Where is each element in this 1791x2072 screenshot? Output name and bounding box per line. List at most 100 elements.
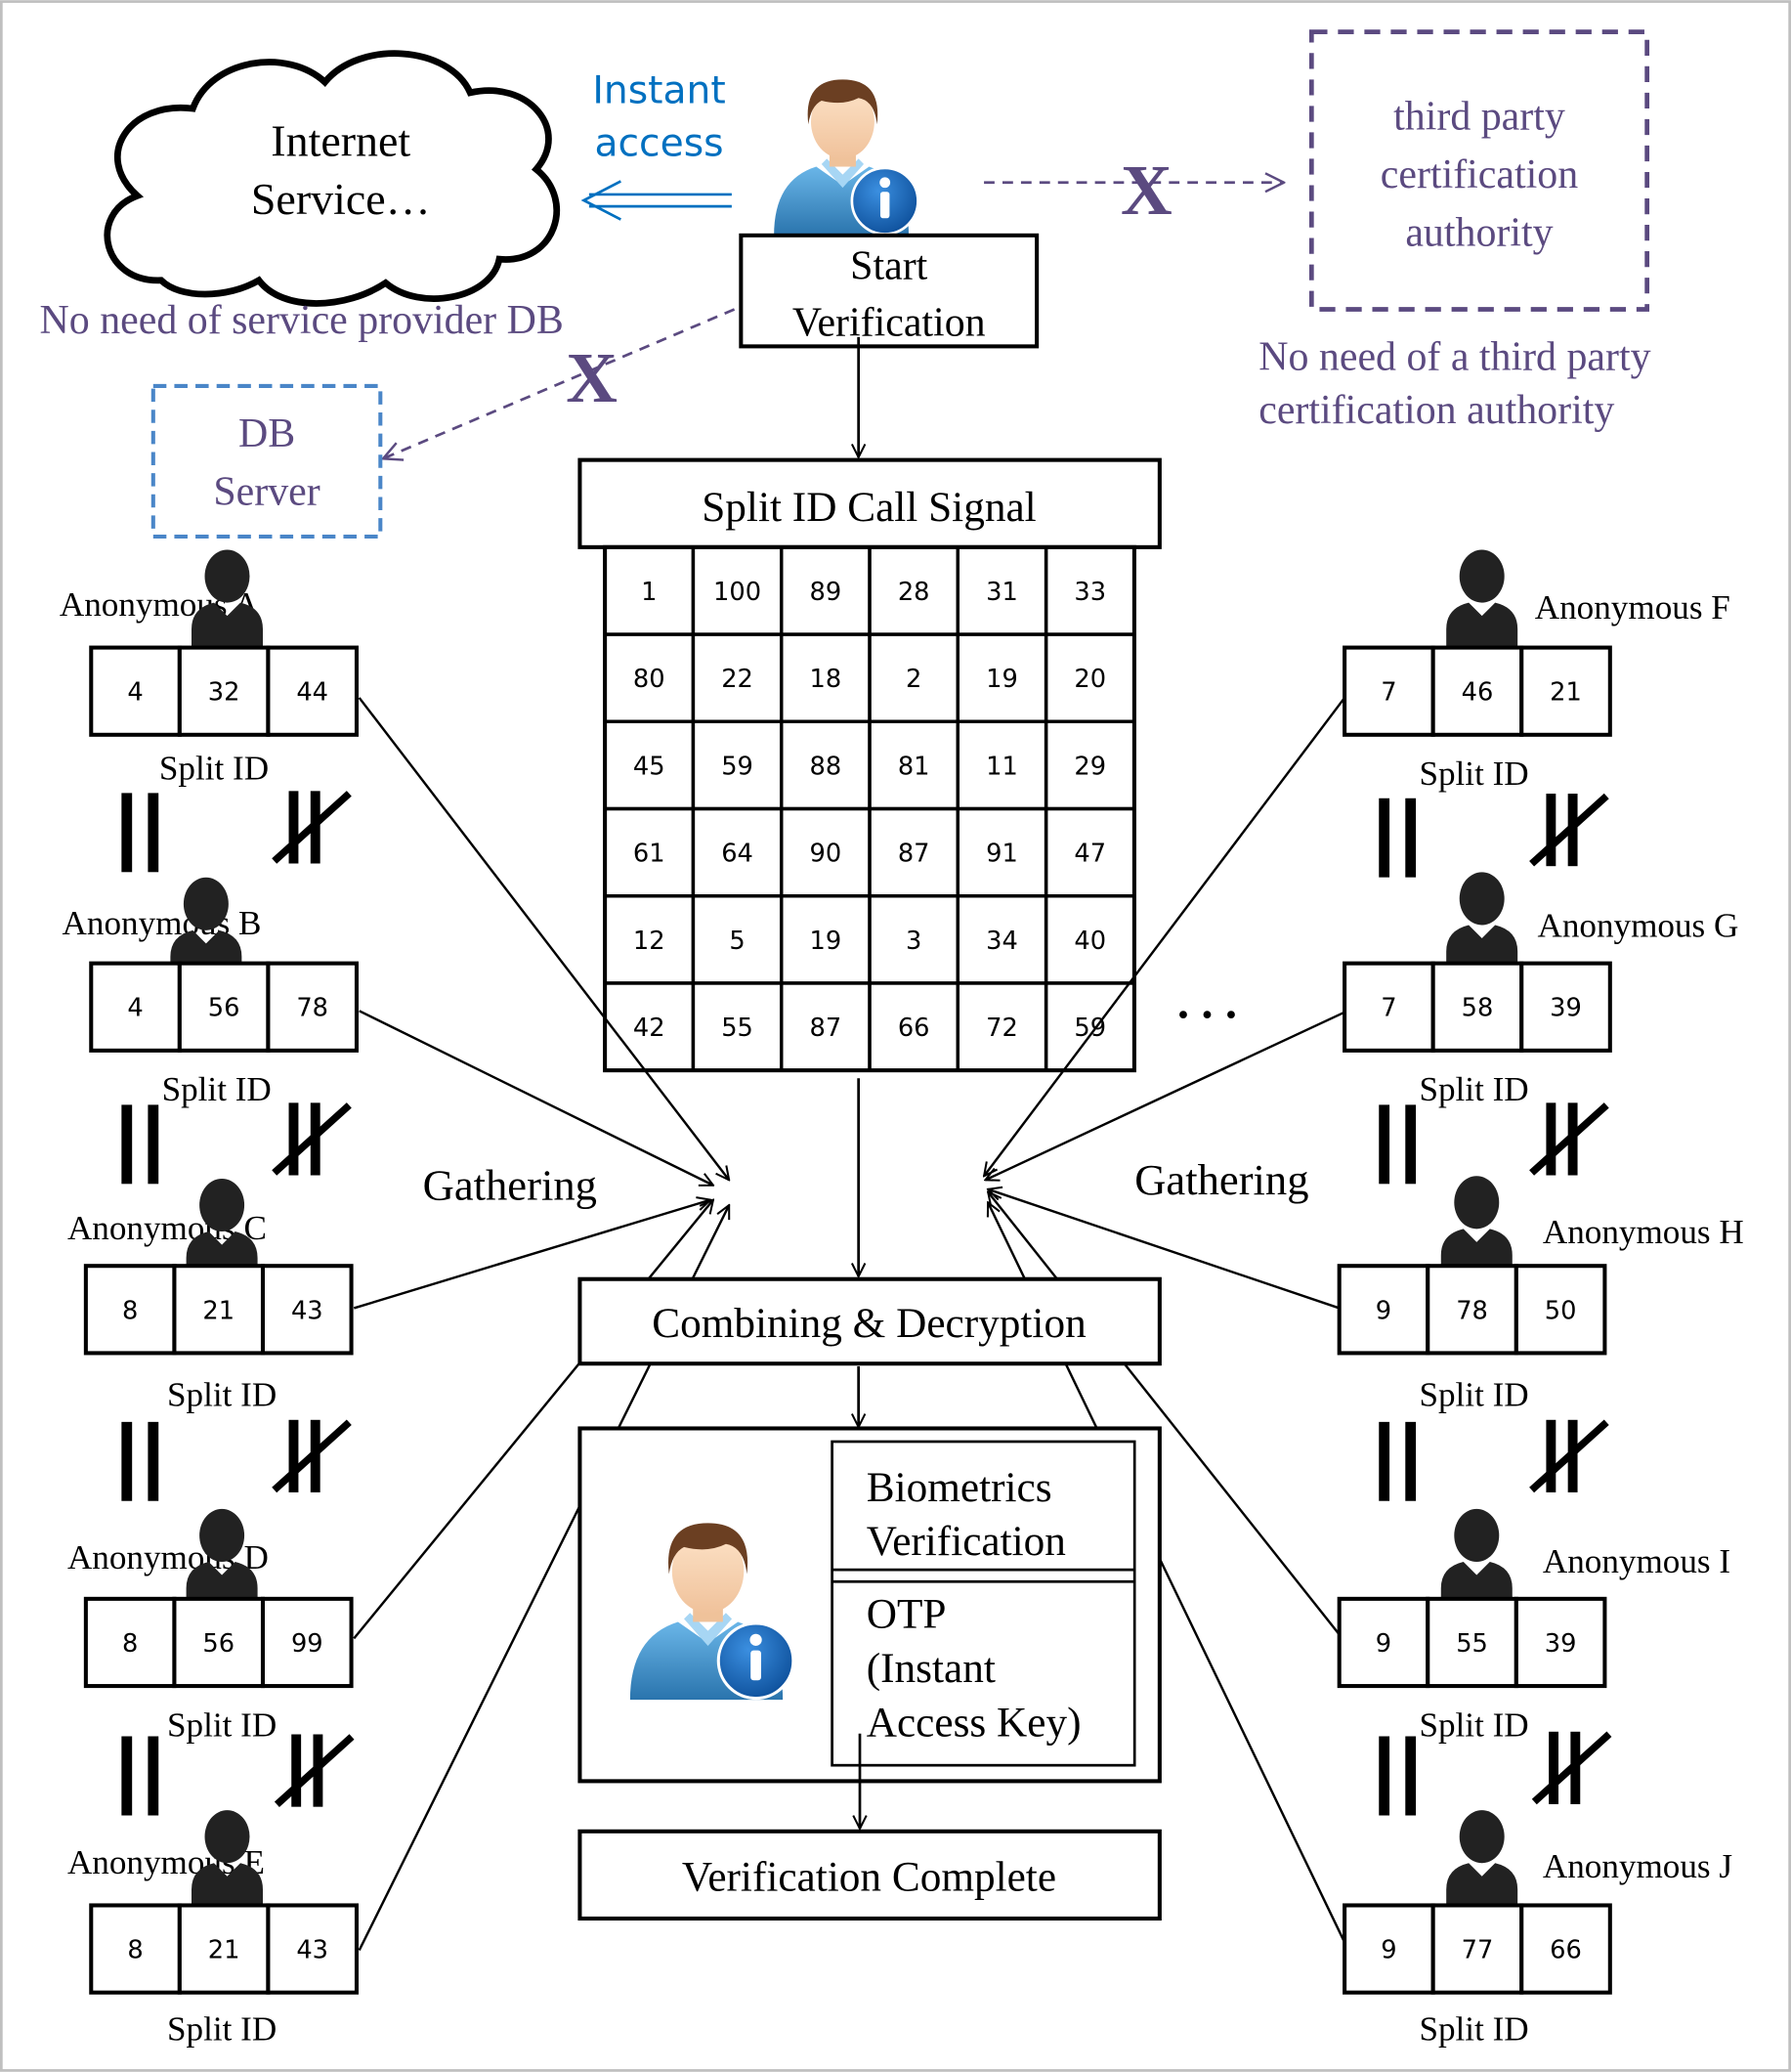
split-id-value: 56 <box>208 994 240 1023</box>
equal-symbol <box>1379 1736 1417 1816</box>
db-cross-mark: X <box>566 338 618 417</box>
split-id-value: 44 <box>296 678 328 708</box>
third-party-cross-mark: X <box>1121 151 1173 230</box>
equal-symbol <box>121 1736 159 1816</box>
not-equal-symbol <box>275 791 350 863</box>
split-id-value: 7 <box>1381 994 1396 1023</box>
biometrics-line1: Biometrics <box>867 1464 1052 1511</box>
grid-cell-value: 59 <box>1074 1014 1106 1043</box>
split-id-value: 39 <box>1550 994 1582 1023</box>
equal-symbol <box>1379 1421 1417 1501</box>
ellipsis-more-users: • • • <box>1175 1001 1239 1031</box>
split-id-cell <box>266 645 360 737</box>
grid-cell-value: 100 <box>713 578 761 607</box>
split-id-cell <box>1430 645 1524 737</box>
grid-cell-value: 19 <box>810 927 842 956</box>
split-id-value: 21 <box>202 1296 235 1325</box>
grid-cell-value: 87 <box>810 1014 842 1043</box>
split-id-label: Split ID <box>1419 1375 1528 1413</box>
grid-cell-value: 5 <box>729 927 745 956</box>
grid-cell-value: 18 <box>810 665 842 694</box>
split-id-cell <box>1343 961 1435 1053</box>
combining-decryption-label: Combining & Decryption <box>652 1300 1086 1347</box>
split-id-cell <box>1514 1596 1607 1689</box>
split-id-value: 56 <box>202 1629 235 1659</box>
split-id-value: 39 <box>1545 1629 1577 1659</box>
grid-cell-value: 34 <box>986 927 1018 956</box>
grid-cell-value: 80 <box>633 665 665 694</box>
split-id-label: Split ID <box>1419 1705 1528 1744</box>
no-service-provider-db-text: No need of service provider DB <box>40 298 564 343</box>
anonymous-name: Anonymous H <box>1543 1213 1744 1251</box>
grid-cell-value: 66 <box>898 1014 930 1043</box>
split-id-cell <box>1343 1903 1435 1995</box>
user-silhouette-icon <box>1446 549 1518 653</box>
split-id-cell <box>177 645 271 737</box>
not-equal-symbol <box>277 1735 352 1807</box>
split-id-cell <box>1426 1264 1518 1356</box>
split-id-label: Split ID <box>167 1375 277 1413</box>
split-id-label: Split ID <box>159 750 269 788</box>
split-id-value: 8 <box>122 1629 138 1659</box>
split-id-value: 78 <box>1456 1296 1488 1325</box>
grid-cell-value: 31 <box>986 578 1018 607</box>
split-id-cell <box>1337 1264 1430 1356</box>
db-server-line1: DB <box>238 411 295 456</box>
split-id-label: Split ID <box>167 1705 277 1744</box>
user-info-icon <box>772 77 919 237</box>
grid-cell-value: 22 <box>721 665 753 694</box>
split-id-label: Split ID <box>162 1070 272 1108</box>
equal-symbol <box>1379 798 1417 878</box>
not-equal-symbol <box>1532 1102 1607 1175</box>
grid-cell-value: 33 <box>1074 578 1106 607</box>
start-verification-box <box>739 233 1040 349</box>
grid-cell-value: 72 <box>986 1014 1018 1043</box>
split-id-cell <box>1519 645 1612 737</box>
split-id-cell <box>172 1264 266 1356</box>
grid-cell-value: 90 <box>810 840 842 869</box>
verification-complete-label: Verification Complete <box>682 1854 1056 1901</box>
split-id-cell <box>260 1596 354 1689</box>
gathering-arrow <box>985 1011 1345 1181</box>
anonymous-name: Anonymous I <box>1543 1542 1730 1580</box>
instant-access-arrow <box>580 180 732 221</box>
grid-cell-value: 59 <box>721 752 753 781</box>
split-id-value: 50 <box>1545 1296 1577 1325</box>
split-id-value: 32 <box>208 678 240 708</box>
grid-cell-value: 12 <box>633 927 665 956</box>
no-third-party-line2: certification authority <box>1258 388 1614 433</box>
gathering-arrow <box>353 1200 710 1310</box>
split-id-value: 78 <box>296 994 328 1023</box>
split-id-value: 8 <box>127 1936 143 1965</box>
split-id-value: 21 <box>1550 678 1582 708</box>
gathering-arrow <box>988 1192 1341 1636</box>
split-id-cell <box>1343 645 1435 737</box>
grid-cell-value: 11 <box>986 752 1018 781</box>
split-id-cell <box>177 1903 271 1995</box>
split-id-cell <box>83 1596 177 1689</box>
gathering-label-left: Gathering <box>423 1161 597 1210</box>
otp-line2: (Instant <box>867 1645 996 1692</box>
split-id-value: 43 <box>291 1296 323 1325</box>
anonymous-name: Anonymous G <box>1537 907 1738 945</box>
split-id-value: 9 <box>1376 1629 1391 1659</box>
split-id-value: 77 <box>1462 1936 1494 1965</box>
cloud-label-line1: Internet <box>271 116 410 166</box>
biometrics-line2: Verification <box>867 1518 1066 1565</box>
db-server-dashed-arrow <box>383 308 736 459</box>
methods-panel <box>831 1440 1136 1767</box>
grid-cell-value: 47 <box>1074 840 1106 869</box>
third-party-authority-box <box>1308 29 1650 312</box>
not-equal-symbol <box>275 1420 350 1492</box>
db-server-line2: Server <box>213 470 320 515</box>
